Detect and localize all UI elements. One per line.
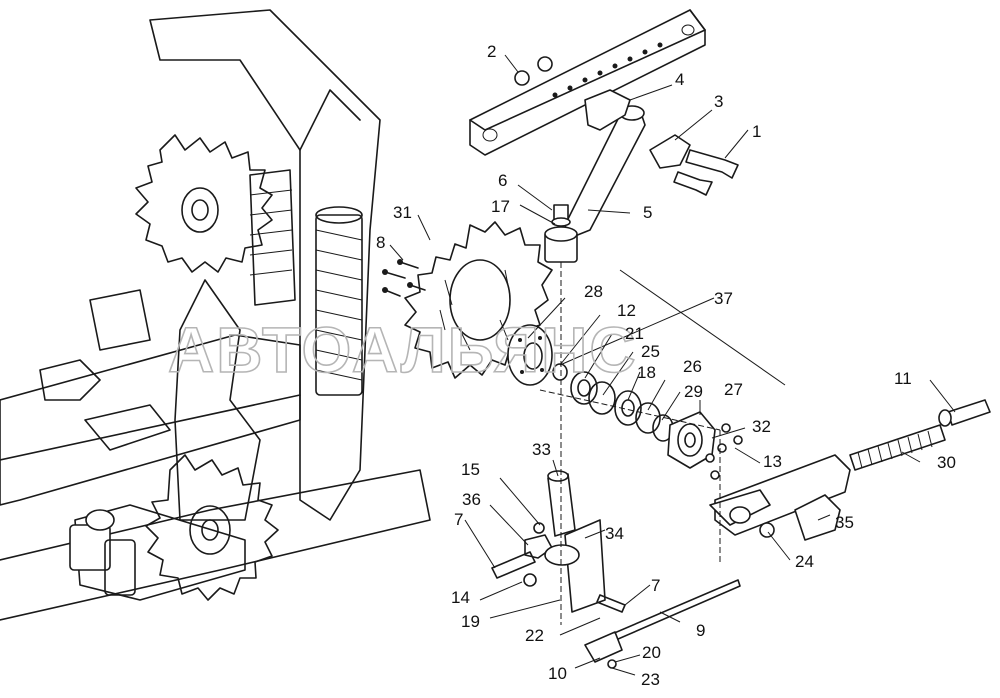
callout-label: 26	[683, 357, 702, 376]
callout-label: 29	[684, 382, 703, 401]
callout-labels: 1 2 3 4 5 6 7 7 8 9 10 11 12 13 14 15 17…	[376, 42, 956, 689]
callout-label: 7	[651, 576, 660, 595]
callout-label: 30	[937, 453, 956, 472]
bearing-parts	[552, 363, 674, 442]
callout-label: 15	[461, 460, 480, 479]
toolbar-beam	[469, 9, 706, 156]
bushing-17	[544, 204, 578, 263]
callout-label: 31	[393, 203, 412, 222]
bolts-8	[382, 259, 426, 297]
tube-35	[709, 454, 851, 541]
watermark-text: АВТОАЛЬЯНС	[168, 314, 638, 386]
callout-label: 36	[462, 490, 481, 509]
callout-label: 37	[714, 289, 733, 308]
callout-label: 23	[641, 670, 660, 689]
callout-label: 5	[643, 203, 652, 222]
callout-label: 33	[532, 440, 551, 459]
callout-label: 3	[714, 92, 723, 111]
clamp-3	[649, 134, 691, 169]
callout-label: 19	[461, 612, 480, 631]
callout-label: 35	[835, 513, 854, 532]
hub-27	[667, 411, 743, 480]
callout-label: 7	[454, 510, 463, 529]
rod-9	[584, 579, 741, 669]
callout-label: 24	[795, 552, 814, 571]
callout-label: 32	[752, 417, 771, 436]
callout-label: 27	[724, 380, 743, 399]
alignment-lines	[539, 262, 721, 625]
callout-label: 34	[605, 524, 624, 543]
spring-30	[849, 424, 946, 471]
rear-disc	[135, 134, 273, 273]
callout-label: 10	[548, 664, 567, 683]
leader-lines	[389, 54, 956, 676]
callout-label: 12	[617, 301, 636, 320]
callout-label: 20	[642, 643, 661, 662]
callout-label: 25	[641, 342, 660, 361]
bracket-4	[584, 89, 631, 131]
callout-label: 22	[525, 626, 544, 645]
callout-label: 13	[763, 452, 782, 471]
callout-label: 21	[625, 324, 644, 343]
spring-assembly-left	[249, 169, 363, 396]
callout-label: 14	[451, 588, 470, 607]
disc-31	[404, 221, 553, 379]
callout-label: 4	[675, 70, 684, 89]
callout-label: 28	[584, 282, 603, 301]
callout-label: 1	[752, 122, 761, 141]
nuts-2	[514, 56, 553, 86]
callout-label: 6	[498, 171, 507, 190]
housing-34	[544, 519, 606, 613]
front-disc-left	[145, 454, 279, 601]
bolts-7	[491, 551, 626, 613]
callout-label: 17	[491, 197, 510, 216]
hub-flange-28	[507, 324, 553, 386]
bolts-1	[673, 149, 739, 196]
callout-label: 8	[376, 233, 385, 252]
pin-33	[547, 470, 576, 537]
bolt-11	[938, 399, 991, 427]
callout-label: 18	[637, 363, 656, 382]
callout-label: 9	[696, 621, 705, 640]
callout-label: 11	[894, 369, 912, 388]
bearing-housing-left	[69, 504, 246, 601]
callout-label: 2	[487, 42, 496, 61]
